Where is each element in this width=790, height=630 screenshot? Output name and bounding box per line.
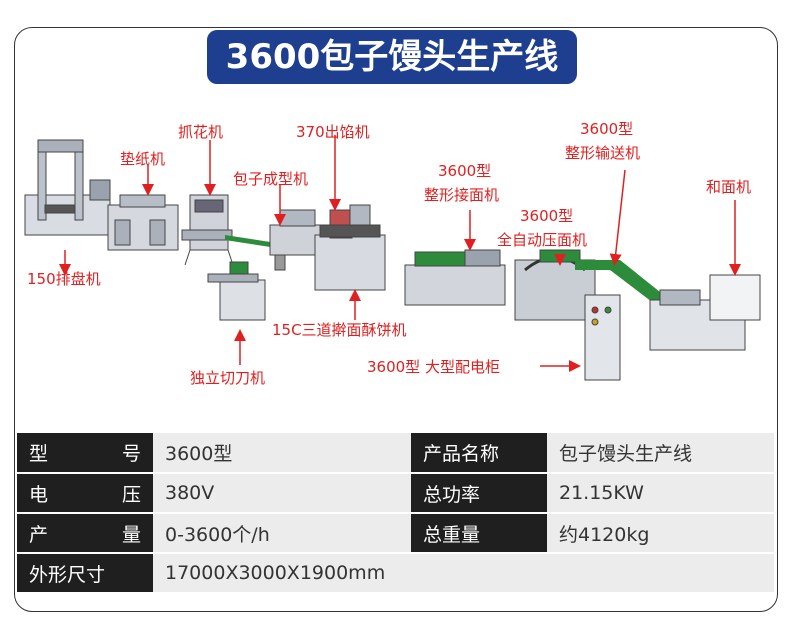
label-press-machine: 全自动压面机 xyxy=(497,231,588,249)
label-pan-machine: 150排盘机 xyxy=(27,270,101,288)
spec-key-output: 产量 xyxy=(17,513,153,554)
page-title: 3600包子馒头生产线 xyxy=(207,30,577,84)
production-line-illustration xyxy=(24,135,761,381)
paper-machine xyxy=(107,194,179,251)
spec-key-product: 产品名称 xyxy=(411,433,547,474)
flower-machine xyxy=(181,194,234,266)
spec-key-model: 型号 xyxy=(17,433,153,474)
label-paper-machine: 垫纸机 xyxy=(120,150,166,168)
spec-value-model: 3600型 xyxy=(153,433,411,474)
spec-key-power: 总功率 xyxy=(411,473,547,514)
pan-machine xyxy=(24,139,111,236)
table-row: 电压 380V 总功率 21.15KW xyxy=(17,473,774,514)
label-receiver-machine: 整形接面机 xyxy=(424,186,500,204)
table-row: 外形尺寸 17000X3000X1900mm xyxy=(17,553,774,594)
table-row: 型号 3600型 产品名称 包子馒头生产线 xyxy=(17,433,774,474)
table-row: 产量 0-3600个/h 总重量 约4120kg xyxy=(17,513,774,554)
label-conveyor-machine: 整形输送机 xyxy=(565,144,641,162)
label-shaper-machine: 包子成型机 xyxy=(233,170,309,188)
label-conveyor-model: 3600型 xyxy=(580,120,634,138)
label-cabinet: 3600型 大型配电柜 xyxy=(367,358,500,376)
label-cutter-machine: 独立切刀机 xyxy=(190,369,266,387)
filler-machine xyxy=(314,204,386,291)
spec-table: 型号 3600型 产品名称 包子馒头生产线 电压 380V 总功率 21.15K… xyxy=(17,433,774,594)
label-flower-machine: 抓花机 xyxy=(178,123,224,141)
label-mixer: 和面机 xyxy=(706,178,752,196)
spec-value-power: 21.15KW xyxy=(547,473,774,514)
cutter-machine xyxy=(207,261,266,321)
label-press-model: 3600型 xyxy=(520,207,574,225)
label-receiver-model: 3600型 xyxy=(438,162,492,180)
spec-key-weight: 总重量 xyxy=(411,513,547,554)
spec-value-product: 包子馒头生产线 xyxy=(547,433,774,474)
label-roller-machine: 15C三道擀面酥饼机 xyxy=(272,321,407,339)
outer-frame xyxy=(14,27,778,612)
spec-value-output: 0-3600个/h xyxy=(153,513,411,554)
spec-value-size: 17000X3000X1900mm xyxy=(153,553,774,594)
electric-cabinet xyxy=(584,294,621,381)
spec-key-voltage: 电压 xyxy=(17,473,153,514)
shaping-conveyor xyxy=(575,260,670,308)
spec-key-size: 外形尺寸 xyxy=(17,553,153,594)
label-filler-machine: 370出馅机 xyxy=(296,123,370,141)
spec-value-voltage: 380V xyxy=(153,473,411,514)
roller-machine xyxy=(404,249,506,306)
spec-value-weight: 约4120kg xyxy=(547,513,774,554)
mixer-machine xyxy=(649,274,761,351)
